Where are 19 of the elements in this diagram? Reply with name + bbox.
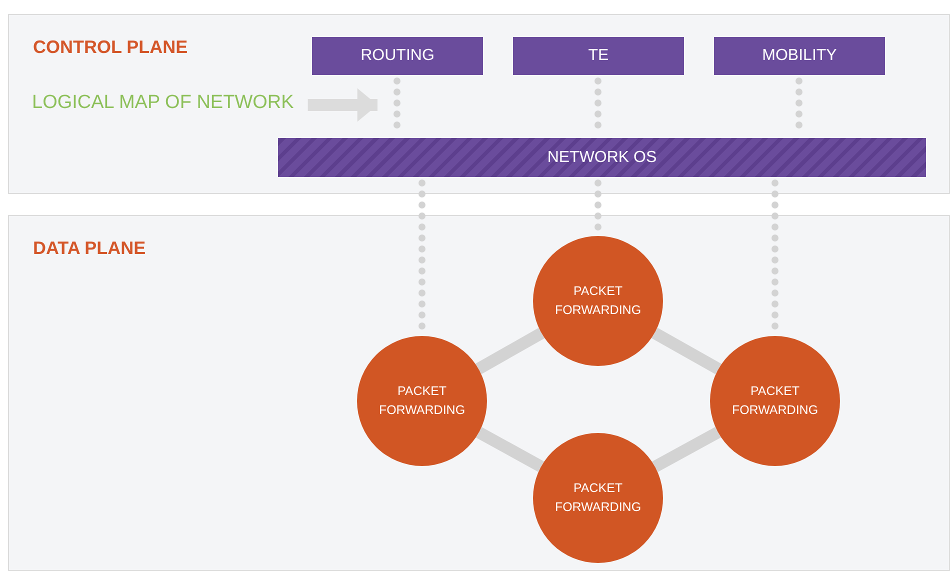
application-box: ROUTING bbox=[312, 37, 483, 75]
packet-forwarding-node: PACKET FORWARDING bbox=[710, 336, 840, 466]
panel bbox=[8, 14, 950, 194]
application-box: TE bbox=[513, 37, 684, 75]
packet-forwarding-node: PACKET FORWARDING bbox=[533, 433, 663, 563]
packet-forwarding-node: PACKET FORWARDING bbox=[533, 236, 663, 366]
panel bbox=[8, 215, 950, 571]
link-line bbox=[476, 427, 544, 472]
application-box: MOBILITY bbox=[714, 37, 885, 75]
packet-forwarding-node: PACKET FORWARDING bbox=[357, 336, 487, 466]
section-heading: CONTROL PLANE bbox=[33, 37, 188, 58]
arrow bbox=[308, 88, 378, 122]
link-line bbox=[652, 426, 721, 472]
section-heading: DATA PLANE bbox=[33, 238, 146, 259]
link-line bbox=[476, 328, 544, 374]
dotted-connector bbox=[594, 180, 602, 234]
annotation-text: LOGICAL MAP OF NETWORK bbox=[32, 92, 294, 118]
network-os-bar: NETWORK OS bbox=[278, 138, 926, 177]
link-line bbox=[652, 328, 722, 374]
